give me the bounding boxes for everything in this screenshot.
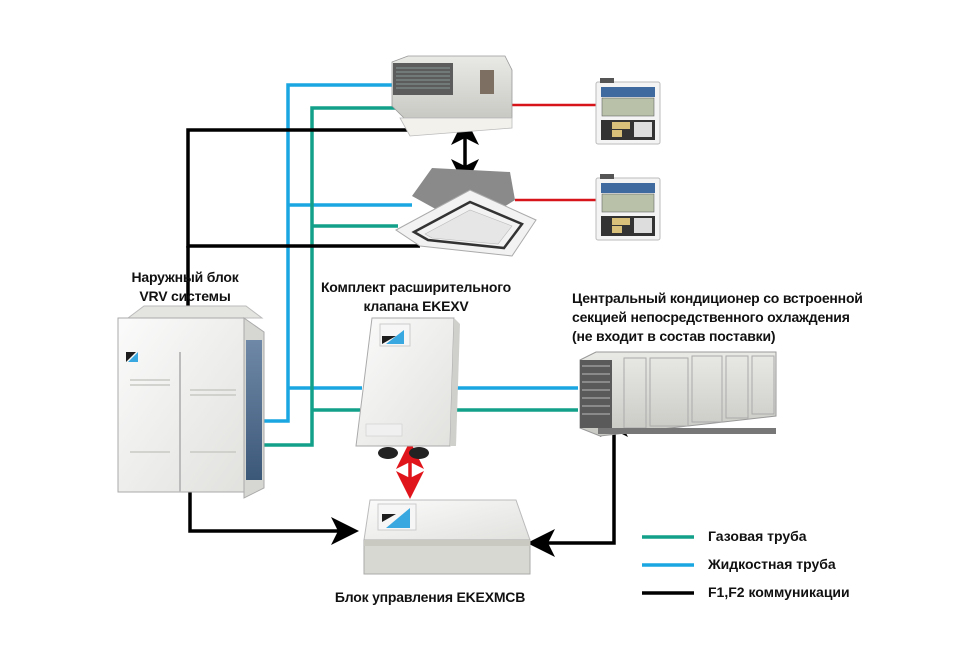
expansion-kit-label: Комплект расширительного клапана EKEXV: [316, 278, 516, 316]
ahu-label-line-1: Центральный кондиционер со встроенной: [572, 290, 863, 306]
cassette-indoor-unit-icon: [395, 168, 537, 257]
comm-line-outdoor-to-control: [188, 492, 359, 545]
comm-line-indoor-loop: [186, 128, 420, 248]
control-box-icon: [363, 499, 531, 575]
legend-label-gas: Газовая труба: [708, 528, 807, 544]
air-handling-unit-icon: [579, 351, 777, 437]
vrv-outdoor-unit-icon: [117, 305, 265, 499]
outdoor-unit-label: Наружный блок VRV системы: [100, 268, 270, 306]
comm-line-ahu-to-control: [527, 409, 628, 557]
expansion-valve-kit-icon: [355, 317, 460, 459]
outdoor-unit-label-line-1: Наружный блок: [131, 269, 239, 285]
legend-label-comm: F1,F2 коммуникации: [708, 584, 850, 600]
remote-wires: [508, 103, 596, 202]
control-box-label: Блок управления EKEXMCB: [334, 589, 526, 605]
legend-label-liquid: Жидкостная труба: [708, 556, 836, 572]
expansion-kit-label-line-1: Комплект расширительного: [320, 279, 512, 295]
ahu-label-line-2: секцией непосредственного охлаждения: [572, 309, 850, 325]
gas-pipe-trunk: [264, 106, 400, 447]
liquid-pipe-trunk: [264, 83, 392, 423]
ahu-label-line-3: (не входит в состав поставки): [572, 328, 776, 344]
outdoor-unit-label-line-2: VRV системы: [139, 288, 231, 304]
remote-controller-icon: [595, 78, 661, 145]
expansion-kit-label-line-2: клапана EKEXV: [363, 298, 469, 314]
ducted-indoor-unit-icon: [391, 55, 513, 137]
ahu-label: Центральный кондиционер со встроенной се…: [572, 289, 872, 346]
remote-controller-icon-2: [595, 174, 661, 241]
legend-swatches: [642, 535, 694, 595]
liquid-pipes: [264, 83, 578, 423]
